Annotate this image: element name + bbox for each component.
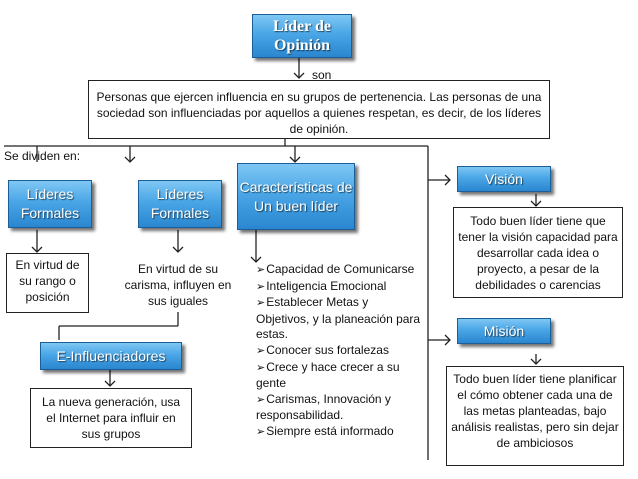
checkmark-icon: ➢: [256, 393, 266, 406]
carisma-text: En virtud de su carisma, influyen en sus…: [124, 262, 232, 308]
vision-box: Visión: [457, 166, 551, 192]
mision-label: Misión: [483, 322, 525, 339]
lideres-formales-label-1: Líderes Formales: [20, 186, 80, 221]
son-label: son: [312, 68, 332, 82]
list-item: ➢Crece y hace crecer a su gente: [256, 359, 400, 391]
e-influenciadores-label: E-Influenciadores: [56, 347, 166, 364]
caracteristicas-list: ➢Capacidad de Comunicarse ➢Inteligencia …: [256, 262, 424, 441]
checkmark-icon: ➢: [256, 280, 266, 293]
mision-box: Misión: [457, 318, 551, 344]
mision-text-box: Todo buen líder tiene planificar el cómo…: [446, 366, 624, 466]
checkmark-icon: ➢: [256, 361, 266, 374]
checkmark-icon: ➢: [256, 344, 266, 357]
vision-text-box: Todo buen líder tiene que tener la visió…: [453, 207, 623, 298]
list-item: ➢Capacidad de Comunicarse: [256, 262, 415, 276]
e-influenciadores-box: E-Influenciadores: [40, 342, 182, 370]
lideres-formales-label-2: Líderes Formales: [150, 186, 210, 221]
title-box: Líder de Opinión: [252, 14, 352, 58]
caracteristicas-label: Características de Un buen líder: [239, 178, 353, 214]
lideres-formales-box-1: Líderes Formales: [8, 180, 92, 228]
list-item: ➢Conocer sus fortalezas: [256, 342, 389, 357]
checkmark-icon: ➢: [256, 264, 266, 276]
caracteristicas-box: Características de Un buen líder: [237, 163, 355, 230]
checkmark-icon: ➢: [256, 425, 266, 438]
list-item: ➢Carismas, Innovación y responsabilidad.: [256, 391, 391, 423]
list-item: ➢Inteligencia Emocional: [256, 278, 387, 293]
title-text: Líder de Opinión: [273, 18, 331, 54]
list-item: ➢Siempre está informado: [256, 423, 394, 438]
divide-label: Se dividen en:: [4, 149, 81, 163]
vision-label: Visión: [485, 170, 523, 187]
rango-box: En virtud de su rango o posición: [6, 253, 89, 313]
lideres-formales-box-2: Líderes Formales: [138, 180, 222, 228]
checkmark-icon: ➢: [256, 297, 266, 310]
nueva-generacion-box: La nueva generación, usa el Internet par…: [30, 388, 192, 448]
list-item: ➢Establecer Metas y Objetivos, y la plan…: [256, 295, 421, 342]
definition-box: Personas que ejercen influencia en su gr…: [88, 80, 550, 139]
